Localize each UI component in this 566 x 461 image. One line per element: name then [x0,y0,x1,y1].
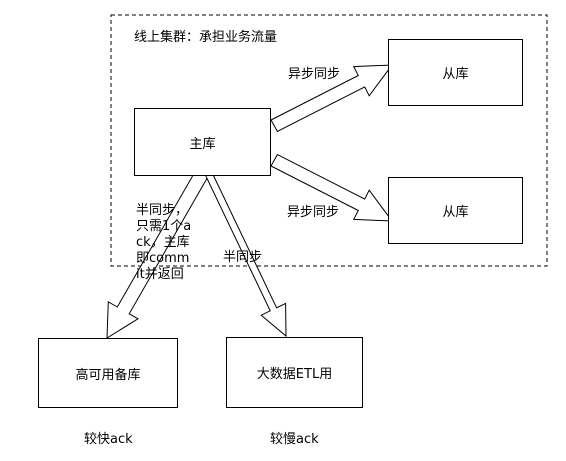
cluster-label: 线上集群：承担业务流量 [134,30,278,45]
slave-db-label-2: 从库 [442,205,469,220]
note-fast-ack: 较快ack [84,432,133,447]
edge-label-async-1: 异步同步 [288,67,341,82]
ha-replica-label: 高可用备库 [75,367,141,383]
master-db-node: 主库 [134,108,271,176]
edge-label-semi-sync-etl: 半同步 [223,250,263,265]
slave-db-label-1: 从库 [442,67,469,82]
arrow-master-to-slave2 [270,153,394,222]
slave-db-node-1: 从库 [388,39,523,106]
note-slow-ack: 较慢ack [270,432,319,447]
edge-label-semi-sync-ha: 半同步，只需1个ack，主库即commit并返回 [136,203,192,282]
arrow-master-to-slave1 [270,64,394,133]
ha-replica-node: 高可用备库 [38,338,178,408]
master-db-label: 主库 [189,136,216,152]
edge-label-async-2: 异步同步 [287,205,340,220]
slave-db-node-2: 从库 [388,177,523,244]
arrow-master-to-etl [203,169,287,338]
cluster-boundary [110,14,548,267]
etl-replica-label: 大数据ETL用 [256,367,333,382]
etl-replica-node: 大数据ETL用 [226,337,363,408]
arrow-master-to-ha [106,168,209,339]
